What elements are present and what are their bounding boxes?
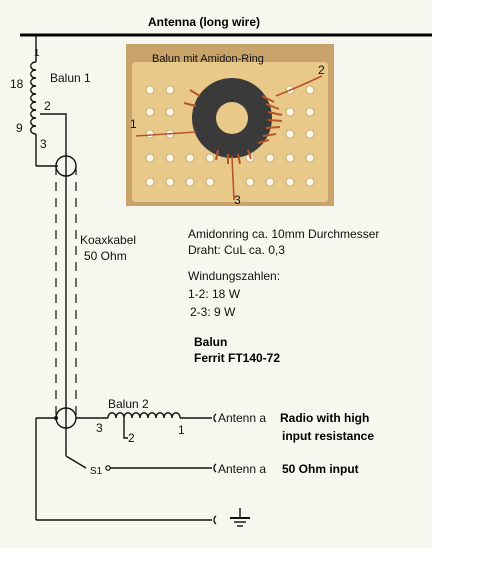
balun2-tap2-wire xyxy=(123,418,128,439)
balun2-name: Balun 2 xyxy=(108,397,149,411)
balun2-tap-3: 3 xyxy=(96,421,103,435)
ferrite-line1: Balun xyxy=(194,335,227,349)
junction-dot xyxy=(54,416,58,420)
balun1-turns-lower: 9 xyxy=(16,121,23,135)
antenna-label-2: Antenn a xyxy=(218,462,266,476)
specs-line1: Amidonring ca. 10mm Durchmesser xyxy=(188,227,379,241)
lead-3-wire xyxy=(231,155,235,201)
switch-s1-label: S1 xyxy=(90,466,103,477)
balun1-coil-upper xyxy=(30,61,37,111)
balun1-tap-1: 1 xyxy=(34,48,40,59)
switch-s1-contact xyxy=(105,465,111,471)
balun-photo: Balun mit Amidon-Ring 1 2 3 xyxy=(126,44,334,207)
balun2-coil xyxy=(107,412,181,419)
balun2-tap-2: 2 xyxy=(128,431,135,445)
lead-2-wire xyxy=(275,75,323,97)
specs-line5: 2-3: 9 W xyxy=(190,305,236,319)
lead-1-wire xyxy=(135,131,197,137)
balun1-name: Balun 1 xyxy=(50,71,91,85)
switch-s1-blade[interactable] xyxy=(65,455,87,469)
coax-label-line1: Koaxkabel xyxy=(80,233,136,247)
fifty-ohm-label: 50 Ohm input xyxy=(282,462,359,476)
toroid-hole xyxy=(216,102,248,134)
balun1-turns-upper: 18 xyxy=(10,77,24,91)
photo-pin-3: 3 xyxy=(234,193,241,207)
ground-connector xyxy=(213,515,217,525)
ground-icon xyxy=(230,508,250,527)
balun2-tap-1: 1 xyxy=(178,423,185,437)
specs-line2: Draht: CuL ca. 0,3 xyxy=(188,243,285,257)
balun1-tap2-wire xyxy=(40,113,67,156)
balun1-tap-3: 3 xyxy=(40,137,47,151)
copper-winding xyxy=(183,89,283,165)
coax-label-line2: 50 Ohm xyxy=(84,249,127,263)
radio-label-line1: Radio with high xyxy=(280,411,369,425)
antenna-label-1: Antenn a xyxy=(218,411,266,425)
radio-label-line2: input resistance xyxy=(282,429,374,443)
antenna-title: Antenna (long wire) xyxy=(148,15,260,29)
radio-connector xyxy=(213,413,217,423)
balun1-coil-lower xyxy=(30,109,37,135)
board-holes xyxy=(145,85,315,187)
photo-pin-1: 1 xyxy=(130,117,137,131)
specs-line3: Windungszahlen: xyxy=(188,269,280,283)
specs-line4: 1-2: 18 W xyxy=(188,287,241,301)
ferrite-line2: Ferrit FT140-72 xyxy=(194,351,280,365)
balun1-tap-2: 2 xyxy=(44,99,51,113)
fifty-ohm-connector xyxy=(213,463,217,473)
photo-caption: Balun mit Amidon-Ring xyxy=(152,53,264,65)
photo-pin-2: 2 xyxy=(318,63,325,77)
